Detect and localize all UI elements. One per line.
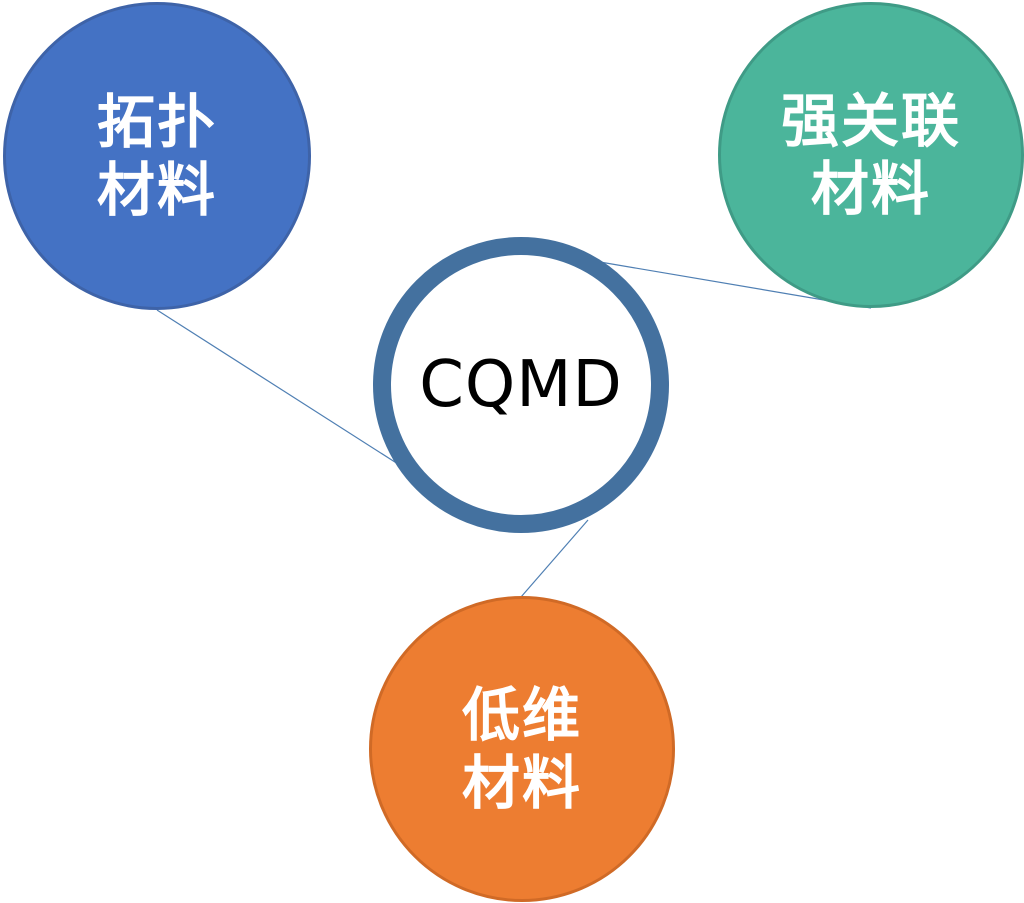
node-topology-line-1: 拓扑 bbox=[96, 88, 217, 156]
connector-topology bbox=[156, 309, 399, 465]
node-center: CQMD bbox=[373, 237, 669, 533]
node-topology: 拓扑 材料 bbox=[3, 2, 311, 310]
node-lowdim-line-1: 低维 bbox=[461, 681, 582, 749]
node-lowdim: 低维 材料 bbox=[369, 596, 675, 902]
center-label: CQMD bbox=[419, 348, 623, 422]
node-correlated-line-1: 强关联 bbox=[780, 87, 961, 155]
node-lowdim-line-2: 材料 bbox=[461, 749, 582, 817]
connector-lowdim bbox=[520, 519, 589, 598]
node-topology-line-2: 材料 bbox=[96, 156, 217, 224]
node-correlated: 强关联 材料 bbox=[718, 2, 1024, 308]
node-correlated-line-2: 材料 bbox=[810, 155, 931, 223]
